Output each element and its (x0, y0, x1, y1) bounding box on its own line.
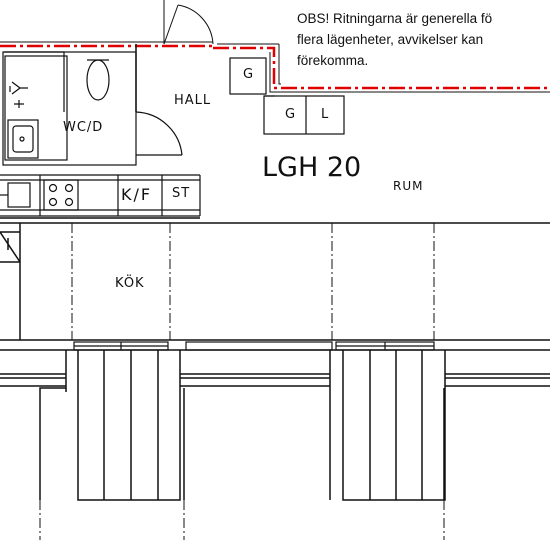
room-label-kok: KÖK (115, 276, 145, 291)
balcony-rails-dashed (39, 500, 445, 540)
room-label-hall: HALL (174, 93, 212, 108)
room-label-rum: RUM (393, 179, 424, 193)
disclaimer-line-2: flera lägenheter, avvikelser kan (297, 32, 484, 47)
room-label-wc: WC/D (63, 120, 104, 135)
storage-cabinets (229, 57, 345, 135)
disclaimer-note: OBS! Ritningarna är generella fö flera l… (281, 2, 550, 80)
apartment-boundary (0, 44, 550, 90)
bathroom (2, 51, 183, 166)
kitchen-counter (0, 174, 201, 217)
disclaimer-line-3: förekomma. (297, 53, 369, 68)
disclaimer-line-1: OBS! Ritningarna är generella fö (297, 11, 493, 26)
storage-label-g-lower: G (285, 107, 296, 122)
room-label-st: ST (172, 186, 191, 201)
storage-label-g-upper: G (243, 67, 254, 82)
room-label-kf: K/F (121, 185, 153, 204)
windows (73, 341, 435, 351)
unit-title: LGH 20 (262, 152, 362, 183)
radiator-zones (71, 222, 550, 340)
entrance-door (163, 0, 214, 45)
balcony (0, 350, 550, 501)
boundary-line-dark (0, 41, 550, 93)
storage-label-l: L (321, 107, 329, 122)
